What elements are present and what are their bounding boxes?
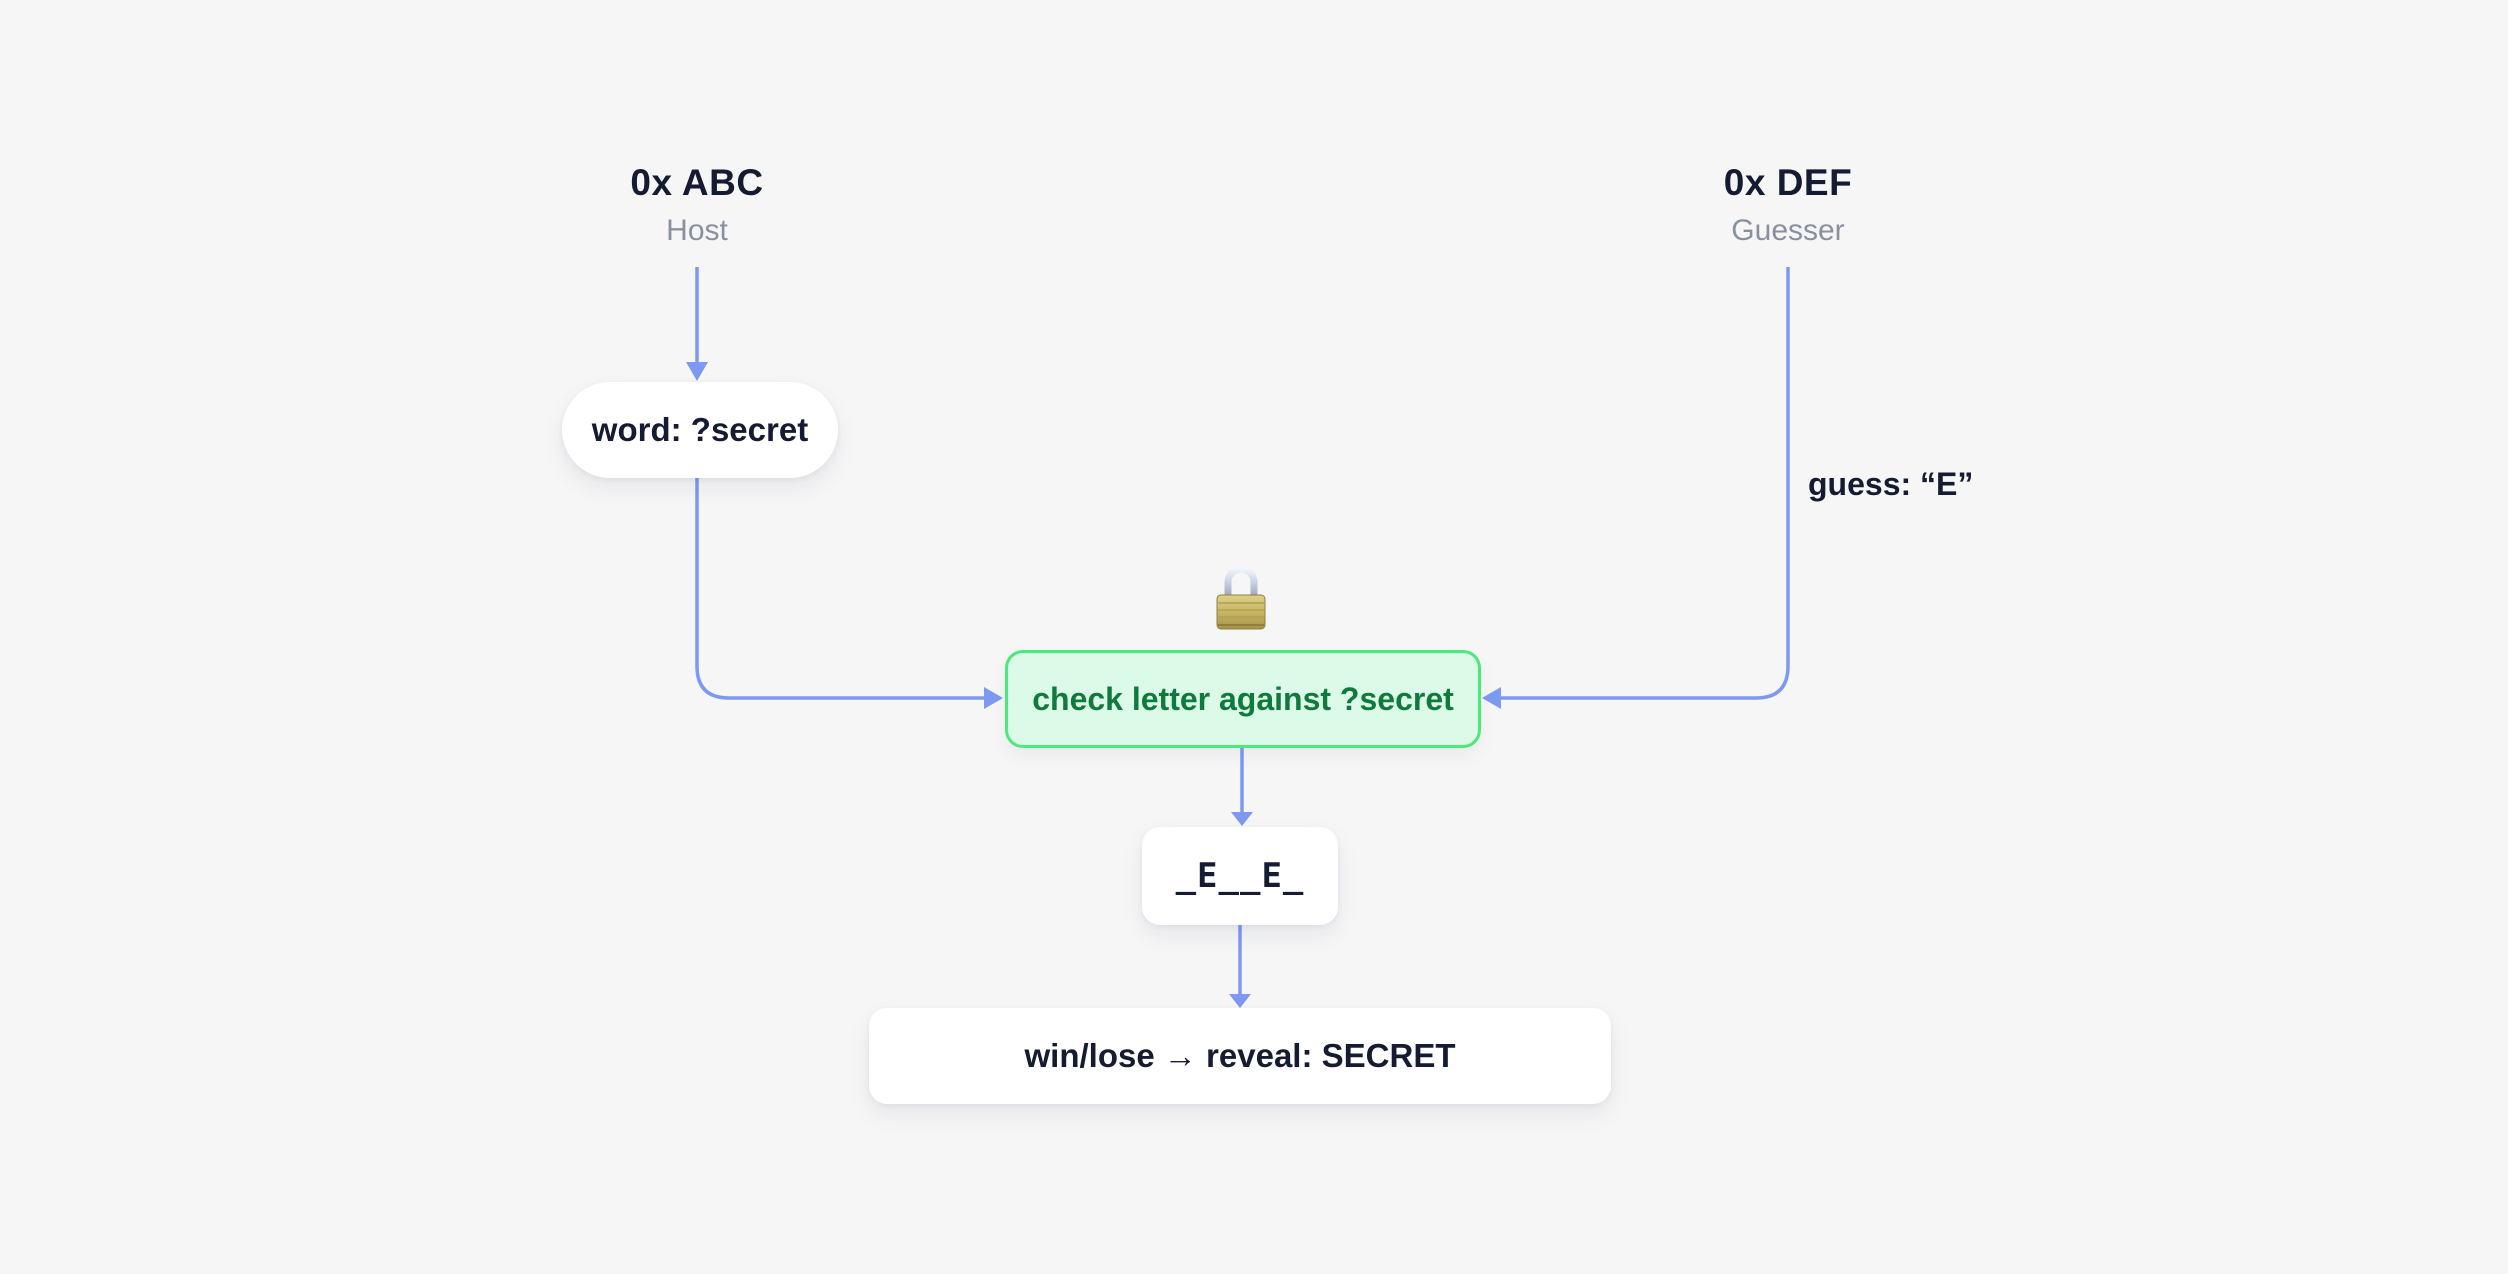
guess-edge-label: guess: “E” (1808, 466, 1974, 502)
node-result: win/lose → reveal: SECRET (869, 1008, 1611, 1104)
guesser-role: Guesser (1731, 214, 1845, 247)
actor-host: 0x ABC Host (547, 162, 847, 248)
lock-icon (1213, 562, 1269, 632)
host-address: 0x ABC (630, 162, 764, 203)
node-mask-label: _E__E_ (1175, 856, 1305, 896)
arrowhead-down-icon (1231, 812, 1253, 826)
node-word-label: word: ?secret (591, 411, 809, 448)
arrowhead-right-icon (984, 687, 1003, 709)
node-mask: _E__E_ (1142, 827, 1338, 925)
node-word: word: ?secret (562, 382, 838, 478)
node-check: check letter against ?secret (1005, 650, 1481, 748)
node-check-label: check letter against ?secret (1032, 680, 1454, 717)
arrowhead-down-icon (1229, 994, 1251, 1008)
arrowhead-left-icon (1482, 687, 1501, 709)
actor-guesser: 0x DEF Guesser (1638, 162, 1938, 248)
arrowhead-down-icon (686, 362, 708, 381)
host-role: Host (666, 214, 728, 247)
guesser-address: 0x DEF (1723, 162, 1853, 203)
edge-guesser-to-check (1501, 267, 1790, 700)
edge-word-to-check (695, 478, 984, 700)
node-result-label: win/lose → reveal: SECRET (1024, 1037, 1456, 1074)
